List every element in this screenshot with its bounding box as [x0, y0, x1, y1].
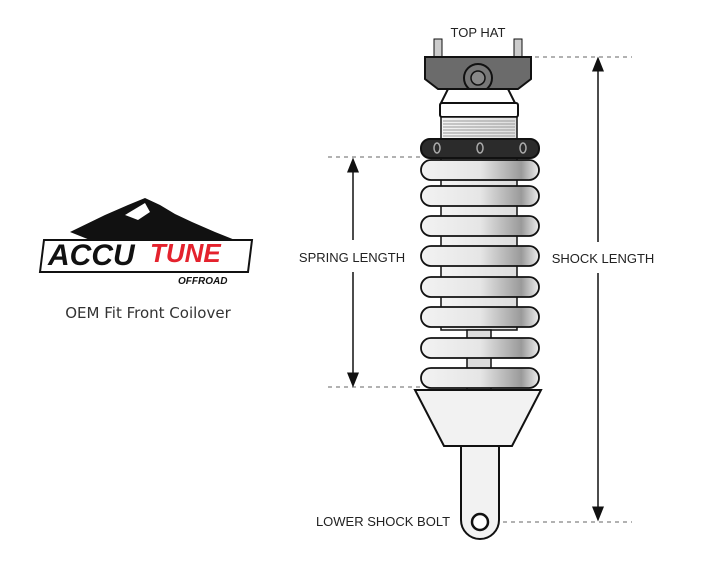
top-hat-label: TOP HAT	[451, 25, 506, 40]
product-caption: OEM Fit Front Coilover	[65, 304, 231, 322]
logo-text-tune: TUNE	[150, 238, 221, 268]
spring-length-label: SPRING LENGTH	[299, 250, 405, 265]
lower-bolt-eye	[470, 512, 490, 532]
logo-text-accu: ACCU	[47, 239, 136, 272]
logo-text-offroad: OFFROAD	[178, 276, 227, 287]
accutune-logo: ACCU TUNE OFFROAD	[38, 198, 254, 287]
mountain-icon	[70, 198, 235, 240]
guide-lines	[328, 56, 632, 523]
spring-collar	[420, 138, 540, 159]
lower-shock-mount	[460, 445, 500, 540]
shock-length-label: SHOCK LENGTH	[552, 251, 655, 266]
coil-spring	[420, 159, 540, 389]
coilover-shock	[413, 38, 543, 540]
lower-shock-bolt-label: LOWER SHOCK BOLT	[316, 514, 450, 529]
lower-spring-seat	[413, 389, 543, 447]
